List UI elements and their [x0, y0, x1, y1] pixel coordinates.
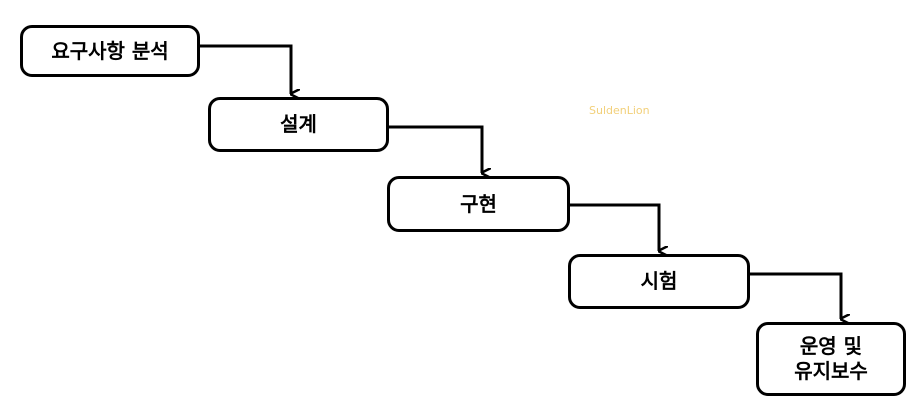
arrow-test-to-maintenance	[750, 272, 841, 319]
arrow-design-to-implement	[389, 125, 482, 173]
step-label: 구현	[460, 191, 497, 216]
step-operation-maintenance: 운영 및 유지보수	[756, 322, 906, 396]
arrow-implement-to-test	[570, 203, 659, 251]
step-label: 운영 및 유지보수	[794, 334, 868, 383]
step-label: 설계	[280, 112, 317, 136]
step-label: 시험	[640, 269, 678, 293]
step-design: 설계	[208, 97, 389, 152]
step-requirements-analysis: 요구사항 분석	[20, 25, 200, 77]
step-testing: 시험	[568, 254, 750, 309]
arrow-requirements-to-design	[200, 44, 291, 94]
step-implementation: 구현	[387, 176, 570, 232]
watermark-text: SuldenLion	[589, 104, 650, 117]
step-label: 요구사항 분석	[51, 38, 169, 63]
